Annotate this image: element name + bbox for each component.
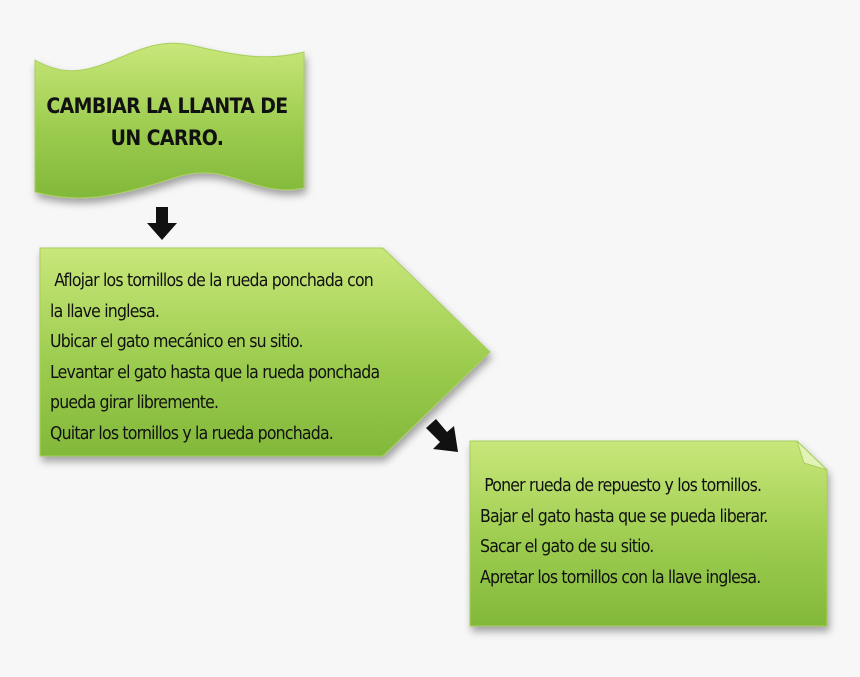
step1-line: Aflojar los tornillos de la rueda poncha… xyxy=(50,271,374,291)
diagonal-arrow-icon xyxy=(426,419,458,452)
step2-line: Poner rueda de repuesto y los tornillos. xyxy=(480,476,762,496)
step2-line: Apretar los tornillos con la llave ingle… xyxy=(480,567,761,588)
step1-shape xyxy=(39,247,491,457)
step1-line: Ubicar el gato mecánico en su sitio. xyxy=(50,332,303,352)
step1-line: Quitar los tornillos y la rueda ponchada… xyxy=(50,423,334,444)
step1-line: la llave inglesa. xyxy=(50,301,160,322)
step1-text: Aflojar los tornillos de la rueda poncha… xyxy=(50,266,380,449)
step2-line: Bajar el gato hasta que se pueda liberar… xyxy=(480,506,768,527)
step2-line: Sacar el gato de su sitio. xyxy=(480,537,654,557)
step2-shape xyxy=(469,440,828,627)
step2-folded-corner xyxy=(796,440,828,471)
step2-text: Poner rueda de repuesto y los tornillos.… xyxy=(480,471,768,593)
step1-line: pueda girar libremente. xyxy=(50,393,219,413)
title-line: UN CARRO. xyxy=(110,126,224,150)
title-banner-shape xyxy=(34,42,305,199)
step1-line: Levantar el gato hasta que la rueda ponc… xyxy=(50,362,380,383)
title-line: CAMBIAR LA LLANTA DE xyxy=(46,94,288,118)
down-arrow-icon xyxy=(147,207,177,240)
diagram-title: CAMBIAR LA LLANTA DE UN CARRO. xyxy=(40,90,294,154)
